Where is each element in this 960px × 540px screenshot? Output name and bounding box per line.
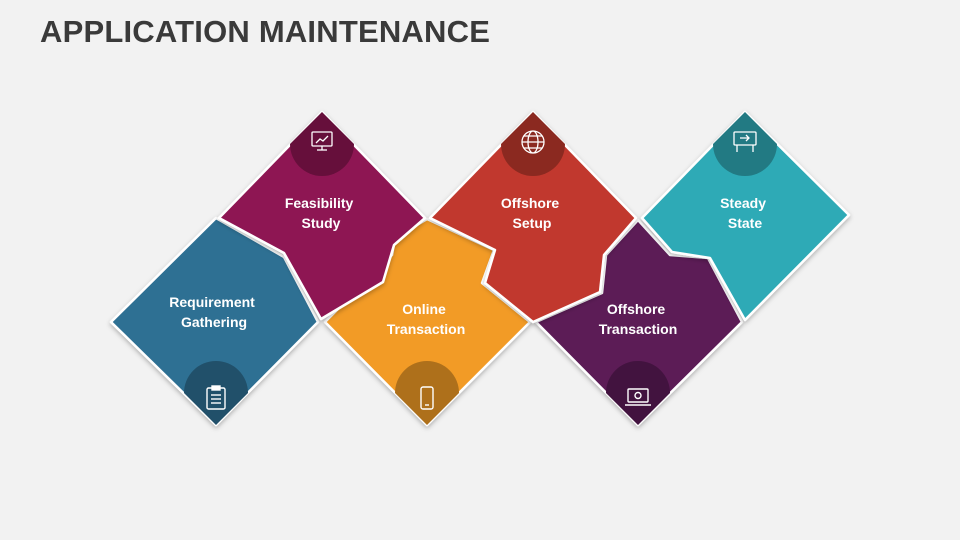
- step-shape: [109, 216, 320, 427]
- step-label: Feasibility Study: [285, 195, 357, 231]
- icon-tab: [713, 112, 777, 176]
- step-label: Online Transaction: [387, 301, 466, 337]
- step-label: Requirement Gathering: [169, 294, 258, 330]
- step-shape: [534, 218, 744, 427]
- step-label: Offshore Setup: [501, 195, 563, 231]
- presentation-board-icon: [733, 131, 757, 152]
- icon-tab: [184, 361, 248, 425]
- clipboard-list-icon: [206, 385, 226, 410]
- step-label: Offshore Transaction: [599, 301, 678, 337]
- icon-tab: [395, 361, 459, 425]
- icon-tab: [290, 112, 354, 176]
- page-title: APPLICATION MAINTENANCE: [40, 14, 491, 49]
- step-steady-state: Steady State: [640, 110, 851, 322]
- step-feasibility-study: Feasibility Study: [217, 110, 427, 321]
- monitor-chart-icon: [311, 131, 333, 151]
- step-shape: [428, 110, 638, 324]
- step-offshore-transaction: Offshore Transaction: [534, 218, 744, 427]
- smartphone-icon: [420, 386, 434, 410]
- step-requirement-gathering: Requirement Gathering: [109, 216, 320, 427]
- globe-icon: [521, 130, 545, 154]
- icon-tab: [501, 112, 565, 176]
- step-offshore-setup: Offshore Setup: [428, 110, 638, 324]
- laptop-check-icon: [625, 388, 651, 406]
- step-label: Steady State: [720, 195, 770, 231]
